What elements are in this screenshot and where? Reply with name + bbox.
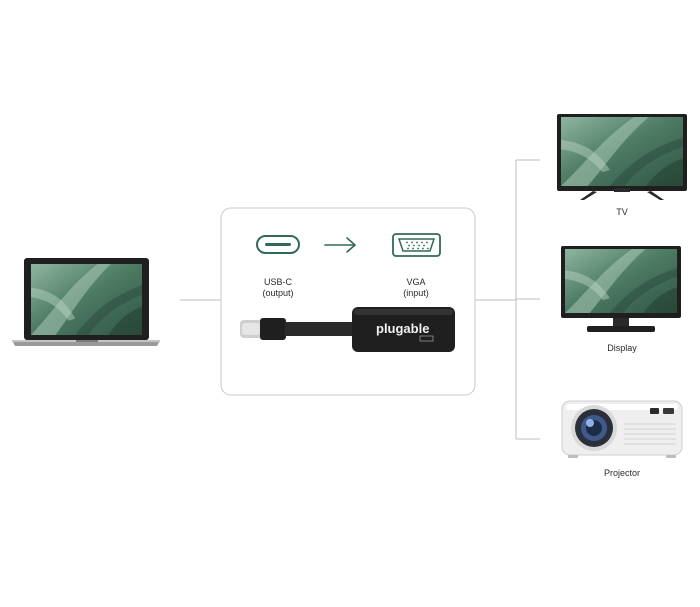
display-icon — [561, 246, 681, 332]
vga-port-icon — [392, 233, 441, 257]
adapter-brand-text: plugable — [376, 321, 429, 336]
usb-c-port-icon — [256, 235, 300, 254]
projector-label: Projector — [603, 468, 640, 478]
vga-label: VGA (input) — [386, 277, 446, 299]
display-label: Display — [607, 343, 637, 353]
adapter-panel — [220, 207, 476, 396]
tv-label: TV — [616, 207, 628, 217]
vga-label-title: VGA — [406, 277, 426, 287]
tv-icon — [557, 114, 687, 200]
right-arrow-icon — [324, 237, 356, 253]
projector-icon — [561, 400, 683, 458]
usb-c-label-title: USB-C — [263, 277, 292, 287]
connector-lines — [180, 159, 540, 440]
usb-c-label: USB-C (output) — [248, 277, 308, 299]
usb-c-label-sub: (output) — [262, 288, 294, 298]
vga-label-sub: (input) — [403, 288, 429, 298]
adapter-device: plugable — [240, 307, 455, 352]
laptop-icon — [12, 258, 160, 346]
